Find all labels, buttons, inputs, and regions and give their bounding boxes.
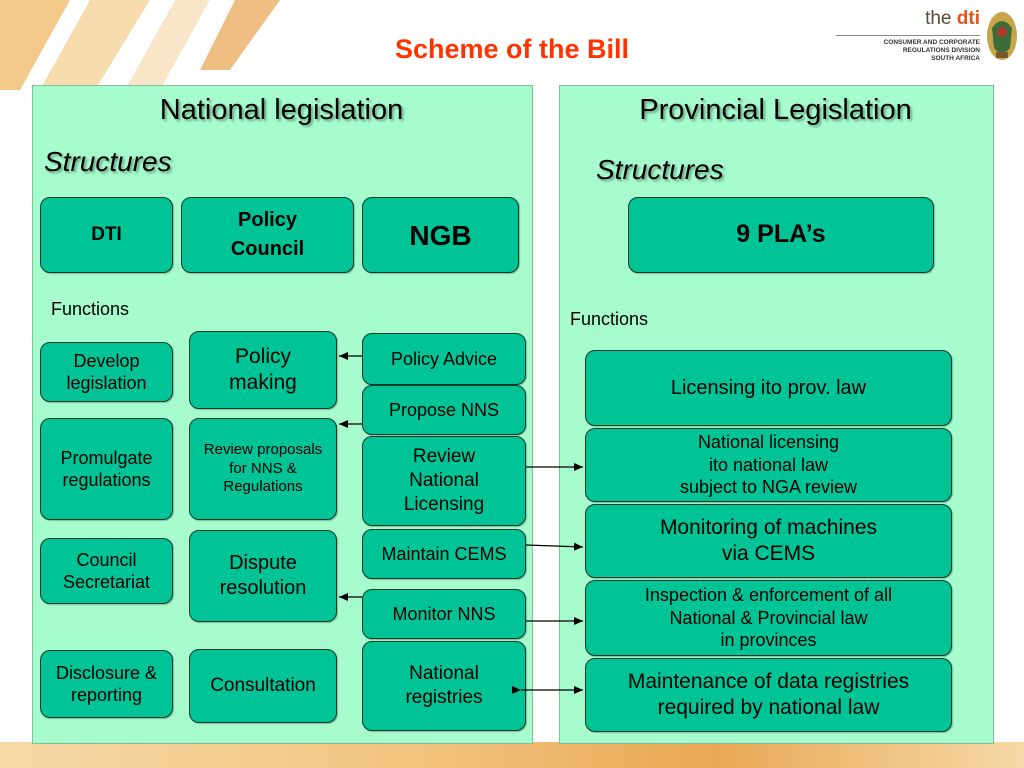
bottom-decoration-band — [0, 742, 1024, 768]
logo-line-1: CONSUMER AND CORPORATE — [883, 39, 980, 46]
function-review-proposals: Review proposals for NNS & Regulations — [189, 418, 337, 520]
function-national-registries: National registries — [362, 641, 526, 731]
function-consultation: Consultation — [189, 649, 337, 723]
function-licensing-prov-law: Licensing ito prov. law — [585, 350, 952, 426]
provincial-structures-label: Structures — [596, 154, 724, 185]
function-disclosure-reporting: Disclosure & reporting — [40, 650, 173, 718]
structure-dti: DTI — [40, 197, 173, 273]
function-policy-advice: Policy Advice — [362, 333, 526, 385]
national-heading: National legislation — [159, 94, 404, 126]
corner-decoration — [0, 0, 300, 90]
slide-title: Scheme of the Bill — [394, 34, 630, 64]
structure-9-plas: 9 PLA’s — [628, 197, 934, 273]
function-policy-making: Policy making — [189, 331, 337, 409]
dti-logo: the dti CONSUMER AND CORPORATE REGULATIO… — [836, 4, 1022, 66]
logo-divider — [836, 35, 980, 36]
logo-brand: the dti — [925, 8, 980, 29]
national-structures-label: Structures — [44, 146, 172, 177]
function-review-national-licensing: Review National Licensing — [362, 436, 526, 526]
diagonal-stripes-graphic — [0, 0, 280, 90]
structure-policy-council: Policy Council — [181, 197, 354, 273]
national-functions-label: Functions — [51, 299, 130, 319]
function-propose-nns: Propose NNS — [362, 385, 526, 435]
provincial-functions-label: Functions — [570, 309, 649, 329]
function-develop-legislation: Develop legislation — [40, 342, 173, 402]
coat-of-arms-icon — [987, 12, 1017, 60]
function-council-secretariat: Council Secretariat — [40, 538, 173, 604]
function-inspection-enforcement: Inspection & enforcement of all National… — [585, 580, 952, 656]
structure-ngb: NGB — [362, 197, 519, 273]
provincial-heading: Provincial Legislation — [639, 94, 912, 126]
function-promulgate-regulations: Promulgate regulations — [40, 418, 173, 520]
logo-line-2: REGULATIONS DIVISION — [902, 47, 980, 54]
function-dispute-resolution: Dispute resolution — [189, 530, 337, 622]
function-monitoring-machines: Monitoring of machines via CEMS — [585, 504, 952, 578]
function-national-licensing: National licensing ito national law subj… — [585, 428, 952, 502]
function-maintenance-registries: Maintenance of data registries required … — [585, 658, 952, 732]
logo-line-3: SOUTH AFRICA — [931, 55, 980, 62]
arrow-maintain-cems-to-monitoring — [525, 542, 584, 551]
function-maintain-cems: Maintain CEMS — [362, 529, 526, 579]
function-monitor-nns: Monitor NNS — [362, 589, 526, 639]
